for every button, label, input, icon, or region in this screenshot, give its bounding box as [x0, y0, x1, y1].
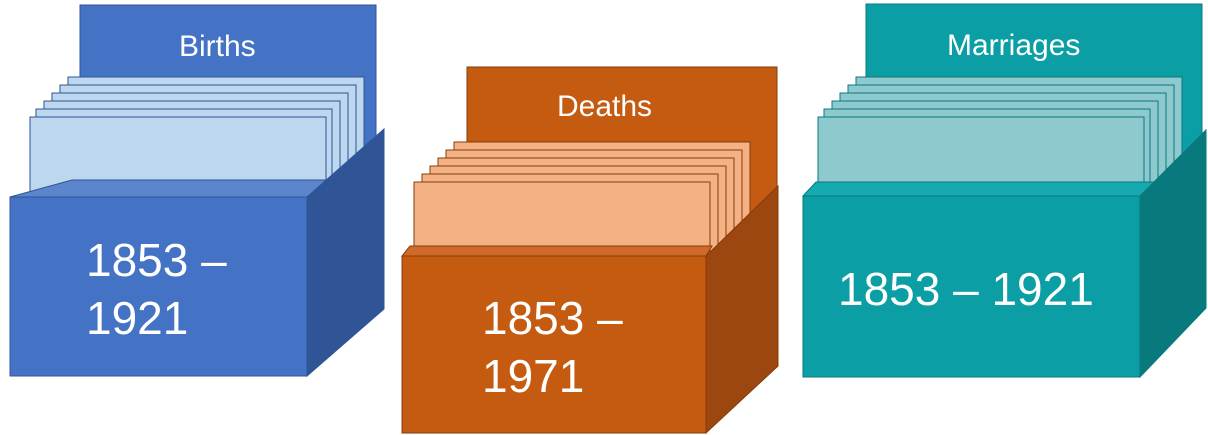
births-years: 1853 – 1921 [86, 232, 227, 348]
marriages-years: 1853 – 1921 [838, 261, 1094, 319]
marriages-label: Marriages [947, 31, 1080, 61]
births-years-line1: 1853 – [86, 232, 227, 290]
deaths-years-line1: 1853 – [482, 290, 623, 348]
births-label: Births [179, 32, 256, 62]
marriages-years-line1: 1853 – 1921 [838, 261, 1094, 319]
births-years-line2: 1921 [86, 290, 227, 348]
deaths-years-line2: 1971 [482, 348, 623, 406]
marriages-box-top [803, 182, 1160, 196]
deaths-years: 1853 – 1971 [482, 290, 623, 406]
deaths-box-top [402, 246, 712, 256]
deaths-label: Deaths [557, 92, 652, 122]
